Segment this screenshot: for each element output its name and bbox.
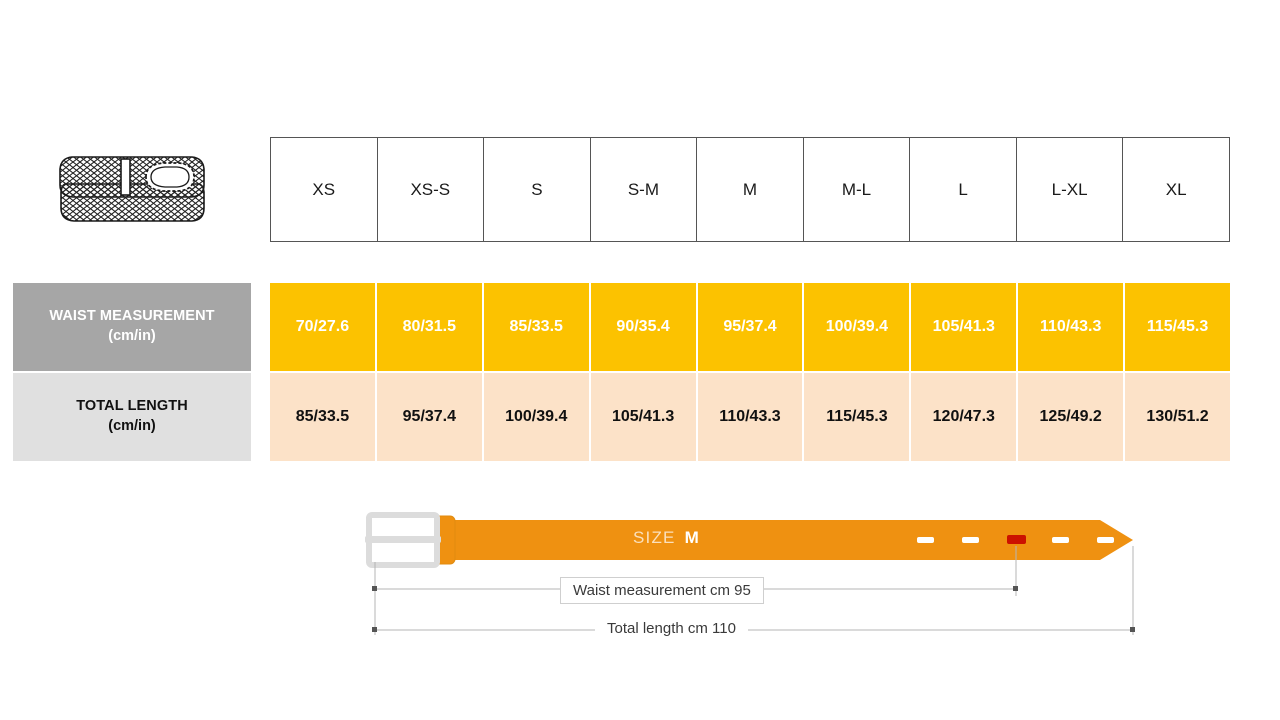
waist-value-cell: 115/45.3 [1125, 283, 1231, 371]
size-header-cell: L-XL [1015, 137, 1124, 242]
waist-value-cell: 110/43.3 [1018, 283, 1124, 371]
belt-hole [1052, 537, 1069, 543]
waist-dimension-marker-left [372, 586, 377, 591]
belt-measurement-diagram: SIZE M Waist measurement cm 95 Total leng… [355, 500, 1155, 660]
waist-label-main: WAIST MEASUREMENT [49, 308, 215, 325]
braided-belt-icon [59, 156, 205, 222]
belt-size-annotation: SIZE M [633, 528, 699, 548]
size-header-cell: XL [1122, 137, 1230, 242]
waist-value-cell: 90/35.4 [590, 283, 696, 371]
length-value-cell: 130/51.2 [1125, 373, 1231, 461]
belt-hole [962, 537, 979, 543]
length-value-cell: 120/47.3 [911, 373, 1017, 461]
belt-strap [410, 520, 1133, 560]
braided-belt-illustration [52, 140, 217, 240]
size-header-cell: S-M [589, 137, 698, 242]
belt-hole-highlighted [1007, 535, 1026, 544]
total-length-callout: Total length cm 110 [595, 618, 748, 639]
waist-measurement-callout: Waist measurement cm 95 [560, 577, 764, 604]
length-value-cell: 125/49.2 [1018, 373, 1124, 461]
length-value-cell: 115/45.3 [804, 373, 910, 461]
waist-value-cells: 70/27.6 80/31.5 85/33.5 90/35.4 95/37.4 … [270, 283, 1231, 371]
length-value-cell: 105/41.3 [590, 373, 696, 461]
length-value-cell: 95/37.4 [376, 373, 482, 461]
size-header-table: XS XS-S S S-M M M-L L L-XL XL [270, 137, 1230, 242]
length-label-main: TOTAL LENGTH [76, 398, 188, 415]
length-dimension-marker-right [1130, 627, 1135, 632]
size-header-cell: S [483, 137, 591, 242]
waist-value-cell: 80/31.5 [376, 283, 482, 371]
length-value-cell: 110/43.3 [697, 373, 803, 461]
table-row-sizes: XS XS-S S S-M M M-L L L-XL XL [270, 137, 1230, 242]
size-header-cell: XS [270, 137, 378, 242]
belt-hole [1097, 537, 1114, 543]
waist-dimension-marker-right [1013, 586, 1018, 591]
length-value-cell: 85/33.5 [270, 373, 375, 461]
buckle-prong-bar [365, 536, 441, 543]
size-header-cell: L [909, 137, 1017, 242]
belt-diagram-svg [365, 512, 1135, 635]
waist-value-cell: 95/37.4 [697, 283, 803, 371]
total-length-label: TOTAL LENGTH (cm/in) [13, 373, 251, 461]
waist-value-cell: 70/27.6 [270, 283, 375, 371]
waist-label-unit: (cm/in) [108, 328, 156, 344]
size-header-cell: M [696, 137, 804, 242]
waist-value-cell: 85/33.5 [483, 283, 589, 371]
waist-value-cell: 105/41.3 [911, 283, 1017, 371]
belt-hole [917, 537, 934, 543]
size-label-text: SIZE [633, 528, 676, 547]
length-value-cells: 85/33.5 95/37.4 100/39.4 105/41.3 110/43… [270, 373, 1231, 461]
waist-measurement-label: WAIST MEASUREMENT (cm/in) [13, 283, 251, 371]
size-header-cell: M-L [802, 137, 911, 242]
total-length-row: TOTAL LENGTH (cm/in) 85/33.5 95/37.4 100… [0, 373, 1280, 461]
size-value-text: M [684, 528, 700, 547]
length-label-unit: (cm/in) [108, 418, 156, 434]
size-header-cell: XS-S [376, 137, 485, 242]
length-dimension-marker-left [372, 627, 377, 632]
waist-measurement-row: WAIST MEASUREMENT (cm/in) 70/27.6 80/31.… [0, 283, 1280, 371]
waist-value-cell: 100/39.4 [804, 283, 910, 371]
length-value-cell: 100/39.4 [483, 373, 589, 461]
